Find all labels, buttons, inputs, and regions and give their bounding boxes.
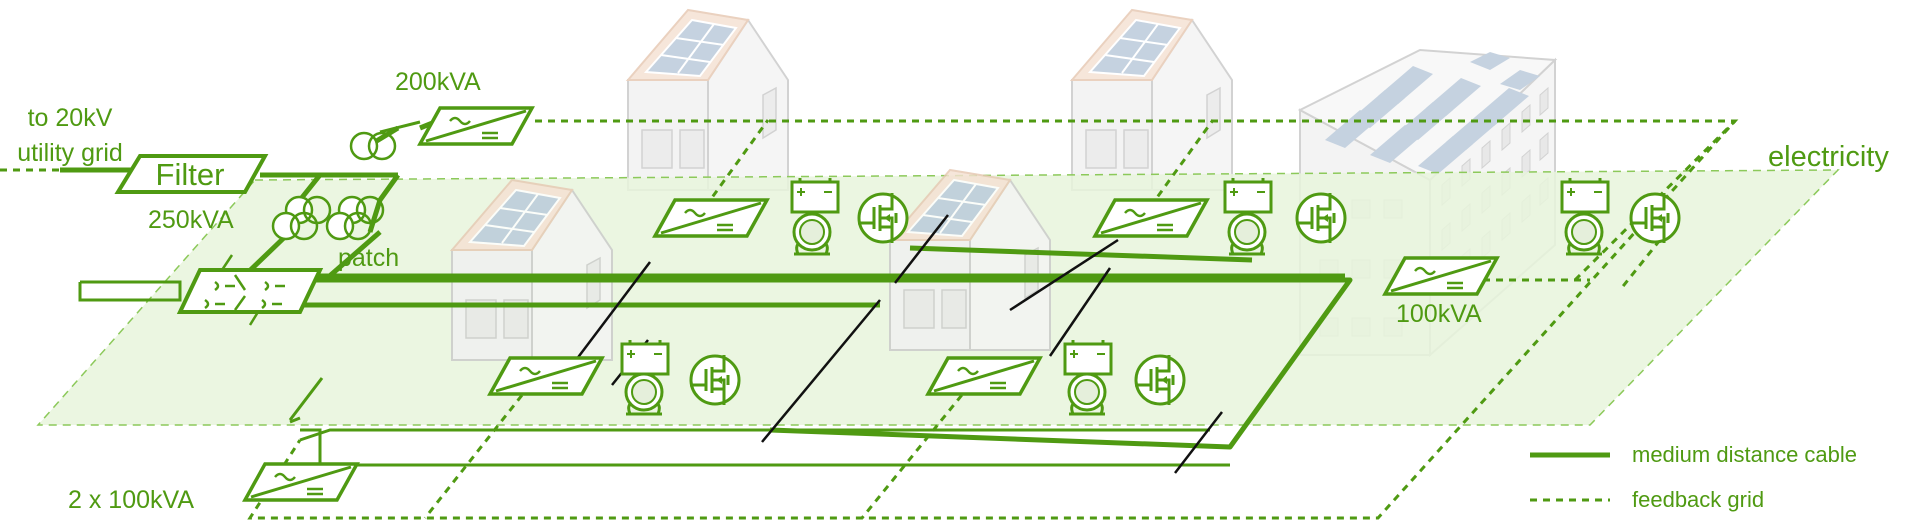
battery-icon xyxy=(790,176,840,214)
inverter-icon xyxy=(1383,256,1499,296)
filter-label: Filter xyxy=(156,157,225,192)
house-building xyxy=(1071,9,1233,191)
battery-icon xyxy=(1560,176,1610,214)
patch-label: patch xyxy=(338,244,399,272)
utility-grid-label-line2: utility grid xyxy=(17,139,123,167)
kva-2x100-label: 2 x 100kVA xyxy=(68,486,194,514)
battery-icon xyxy=(620,338,670,376)
legend: medium distance cable feedback grid xyxy=(1530,442,1857,512)
patch-panel xyxy=(176,254,324,326)
inverter-icon xyxy=(488,356,604,396)
legend-feedback-grid: feedback grid xyxy=(1632,487,1764,512)
inverter-icon xyxy=(1093,198,1209,238)
mosfet-icon xyxy=(1628,191,1681,245)
kva-100-label: 100kVA xyxy=(1396,300,1482,328)
cable-crossings xyxy=(569,214,1223,474)
battery-icon xyxy=(1223,176,1273,214)
inverter-icon xyxy=(243,462,359,502)
utility-grid-label-line1: to 20kV xyxy=(28,104,113,132)
electricity-label: electricity xyxy=(1768,141,1889,173)
mosfet-icon xyxy=(688,353,741,407)
battery-icon xyxy=(1063,338,1113,376)
kva-200-label: 200kVA xyxy=(395,68,481,96)
mosfet-icon xyxy=(856,191,909,245)
mosfet-icon xyxy=(1133,353,1186,407)
legend-medium-distance-cable: medium distance cable xyxy=(1632,442,1857,467)
filter-block: Filter xyxy=(114,154,269,194)
mosfet-icon xyxy=(1294,191,1347,245)
house-building xyxy=(627,9,789,191)
inverter-icon xyxy=(926,356,1042,396)
kva-250-label: 250kVA xyxy=(148,206,234,234)
inverter-icon xyxy=(418,106,534,146)
inverter-icon xyxy=(653,198,769,238)
transformer-icon xyxy=(349,131,397,161)
